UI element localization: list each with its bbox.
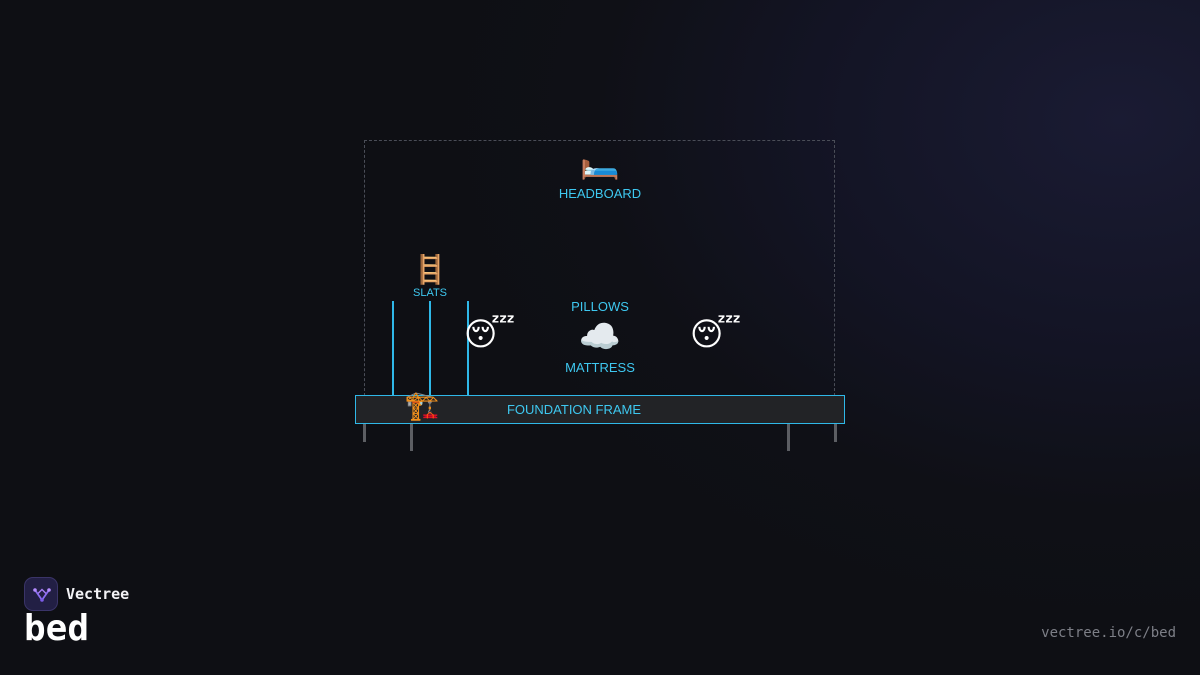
page-title: bed: [24, 608, 90, 649]
brand-name: Vectree: [66, 585, 130, 603]
leg-inner-left: [410, 424, 413, 451]
foundation-label: FOUNDATION FRAME: [506, 402, 642, 417]
slat-3: [467, 301, 469, 396]
sleeping-face-icon-left: 😴: [464, 315, 516, 353]
sleeping-face-icon-right: 😴: [690, 315, 742, 353]
mattress-label: MATTRESS: [565, 360, 635, 375]
leg-outer-right: [834, 424, 837, 442]
bed-outline: [364, 140, 835, 396]
foundation-frame: [355, 395, 845, 424]
leg-outer-left: [363, 424, 366, 442]
slat-2: [429, 301, 431, 396]
page-url[interactable]: vectree.io/c/bed: [1041, 625, 1176, 641]
leg-inner-right: [787, 424, 790, 451]
ladder-icon: 🪜: [412, 253, 448, 286]
construction-crane-icon: 🏗️: [404, 389, 440, 422]
cloud-icon: ☁️: [578, 317, 622, 357]
pillows-label: PILLOWS: [571, 299, 629, 314]
slat-1: [392, 301, 394, 396]
headboard-label: HEADBOARD: [558, 186, 642, 201]
vectree-logo-icon: [24, 577, 58, 611]
bed-icon: 🛏️: [580, 143, 620, 181]
slats-label: SLATS: [412, 287, 448, 299]
